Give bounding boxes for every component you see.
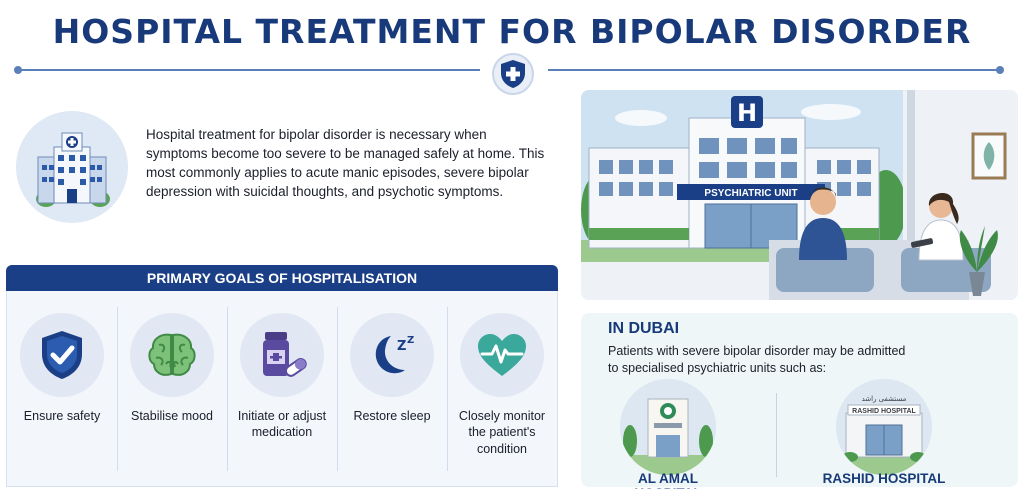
rashid-hospital-icon: مستشفى راشد RASHID HOSPITAL bbox=[836, 379, 932, 475]
goal-medication: Initiate or adjust medication bbox=[227, 291, 337, 487]
brain-icon bbox=[148, 333, 196, 376]
psychiatric-unit-sign: PSYCHIATRIC UNIT bbox=[704, 188, 797, 199]
goal-label: Stabilise mood bbox=[131, 409, 213, 423]
svg-text:Z: Z bbox=[407, 335, 414, 346]
psychiatric-unit-illustration: H PSYCHIATRIC UNIT bbox=[581, 90, 1018, 300]
shield-cross-icon bbox=[501, 60, 525, 88]
al-amal-hospital-image bbox=[620, 379, 716, 475]
goals-panel: Ensure safety Stabilise mood bbox=[6, 291, 558, 487]
psychiatric-unit-scene: H PSYCHIATRIC UNIT bbox=[581, 90, 1018, 300]
intro-hospital-badge bbox=[16, 111, 128, 223]
goal-stabilise-mood: Stabilise mood bbox=[117, 291, 227, 487]
goal-label: Closely monitor the patient's condition bbox=[458, 409, 546, 456]
goal-label: Restore sleep bbox=[353, 409, 431, 423]
goal-ensure-safety: Ensure safety bbox=[7, 291, 117, 487]
goal-monitor: Closely monitor the patient's condition bbox=[447, 291, 557, 487]
goal-divider bbox=[117, 307, 118, 471]
hospital-building-icon bbox=[36, 132, 110, 207]
rashid-hospital-name: RASHID HOSPITAL bbox=[822, 471, 946, 486]
title-divider-left bbox=[18, 69, 480, 71]
goal-label: Initiate or adjust medication bbox=[237, 409, 327, 440]
goal-divider bbox=[337, 307, 338, 471]
building-h-sign: H bbox=[737, 99, 757, 127]
title-divider-right bbox=[548, 69, 1000, 71]
heart-pulse-icon bbox=[478, 334, 526, 376]
title-badge bbox=[492, 53, 534, 95]
divider-dot-left bbox=[14, 66, 22, 74]
page-title: HOSPITAL TREATMENT FOR BIPOLAR DISORDER bbox=[52, 12, 972, 51]
goal-divider bbox=[227, 307, 228, 471]
al-amal-hospital-name: AL AMAL HOSPITAL bbox=[634, 471, 701, 489]
dubai-text: Patients with severe bipolar disorder ma… bbox=[608, 344, 906, 376]
rashid-hospital-image: مستشفى راشد RASHID HOSPITAL bbox=[836, 379, 932, 475]
shield-check-icon bbox=[42, 331, 82, 379]
svg-text:Z: Z bbox=[397, 339, 406, 354]
moon-sleep-icon: Z Z bbox=[375, 335, 414, 374]
goal-divider bbox=[447, 307, 448, 471]
al-amal-hospital-icon bbox=[620, 379, 716, 475]
goal-restore-sleep: Z Z Restore sleep bbox=[337, 291, 447, 487]
intro-text: Hospital treatment for bipolar disorder … bbox=[146, 127, 545, 200]
rashid-arabic-sign: مستشفى راشد bbox=[862, 395, 907, 403]
medication-bottle-icon bbox=[263, 332, 307, 377]
divider-dot-right bbox=[996, 66, 1004, 74]
goal-label: Ensure safety bbox=[23, 409, 101, 423]
rashid-sign: RASHID HOSPITAL bbox=[852, 408, 916, 415]
dubai-divider bbox=[776, 393, 777, 477]
dubai-title: IN DUBAI bbox=[608, 320, 680, 337]
goals-header: PRIMARY GOALS OF HOSPITALISATION bbox=[6, 265, 558, 291]
